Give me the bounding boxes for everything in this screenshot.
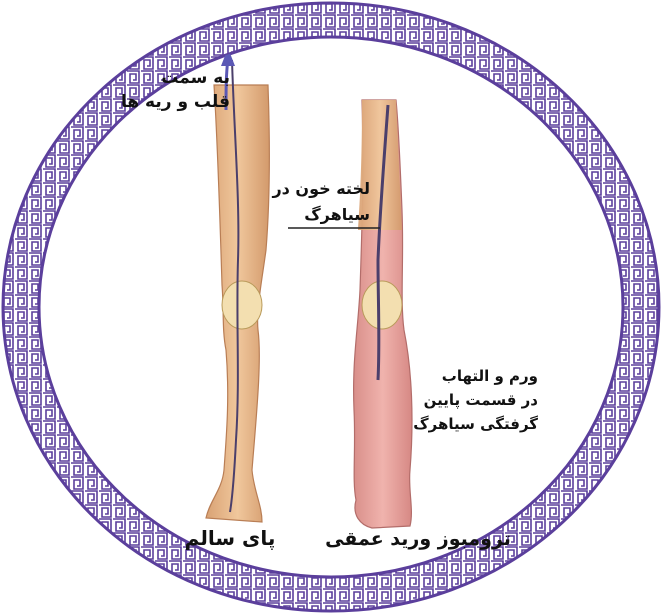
inner-circle [39,37,623,577]
dvt-knee-joint [362,281,402,329]
label-line: قلب و ریه ها [120,90,230,114]
label-line: لخته خون در [260,176,370,202]
healthy-knee-joint [222,281,262,329]
label-blood-clot: لخته خون در سیاهرگ [260,176,370,228]
label-line: به سمت [120,66,230,90]
label-swelling: ورم و التهاب در قسمت پایین گرفتگی سیاهرگ [408,364,538,436]
label-line: سیاهرگ [260,202,370,228]
label-line: ورم و التهاب [408,364,538,388]
caption-dvt: ترومبوز ورید عمقی [318,528,518,550]
caption-healthy-leg: پای سالم [170,526,290,550]
label-line: در قسمت پایین [408,388,538,412]
label-toward-heart-lungs: به سمت قلب و ریه ها [120,66,230,114]
label-line: گرفتگی سیاهرگ [408,412,538,436]
